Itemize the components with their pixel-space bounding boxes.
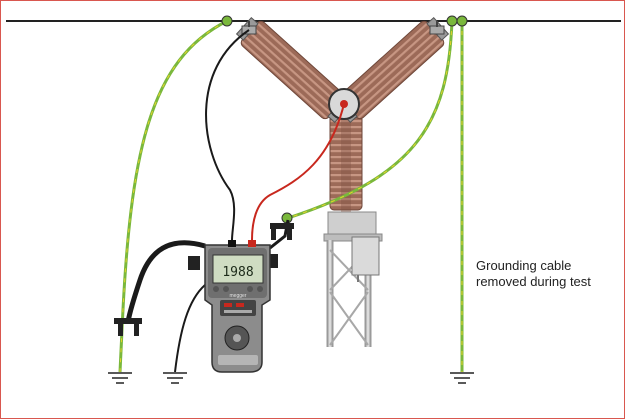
insulation-tester bbox=[204, 240, 271, 373]
clamp-icon bbox=[114, 318, 142, 336]
test-leads bbox=[125, 29, 345, 373]
grounding-note-line-2: removed during test bbox=[476, 274, 591, 289]
ground-symbol-icon bbox=[450, 372, 474, 384]
meter-display-reading: 1988 bbox=[222, 265, 253, 280]
ground-symbol-icon bbox=[163, 372, 187, 384]
grounding-note-line-1: Grounding cable bbox=[476, 258, 572, 273]
ground-symbol-icon bbox=[108, 372, 132, 384]
support-structure bbox=[323, 211, 383, 347]
right-terminal-clamp bbox=[429, 21, 445, 35]
vertical-insulator bbox=[329, 112, 363, 212]
grounding-cables bbox=[118, 19, 464, 373]
clamp-icon bbox=[270, 223, 294, 240]
meter-brand-label: megger bbox=[230, 293, 247, 299]
connector-icon bbox=[221, 15, 233, 27]
connector-icon bbox=[446, 15, 458, 27]
grounding-note: Grounding cable removed during test bbox=[476, 258, 616, 290]
connector-icon bbox=[456, 15, 468, 27]
clamp-icon bbox=[188, 254, 278, 270]
